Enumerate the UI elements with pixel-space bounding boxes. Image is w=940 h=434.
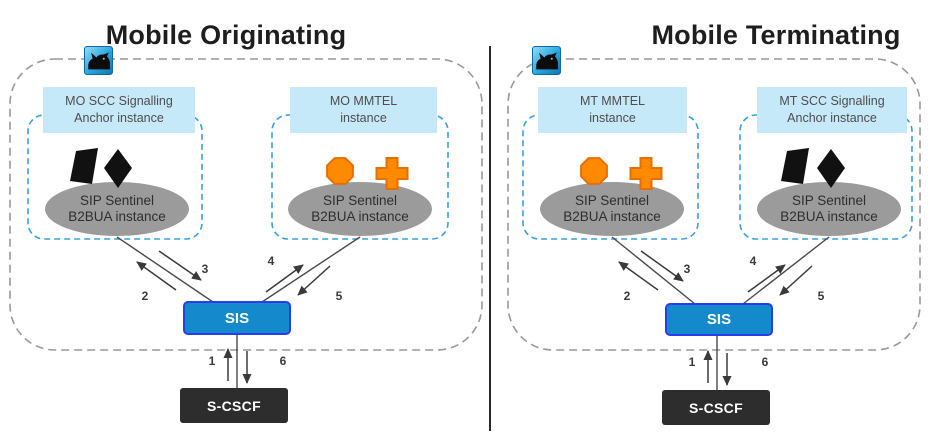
mo-arrow-3 [158,250,202,281]
scc-feature-diamond-icon [817,149,845,188]
mo-scc-instance-label: MO SCC Signalling Anchor instance [43,87,195,133]
scc-feature-parallelogram-icon [781,148,809,184]
ellipse-line-1: SIP Sentinel [322,193,398,208]
rhino-icon [532,46,561,75]
mo-scc-sis-link-line [116,236,214,303]
scscf-label: S-CSCF [689,399,743,416]
mt-panel-title: Mobile Terminating [651,20,901,51]
scc-feature-diamond-icon [104,149,132,188]
flow-step-3: 3 [201,262,209,276]
panel-divider-line [489,46,491,431]
mo-scc-b2bua-ellipse [45,182,189,236]
mo-arrow-2 [136,261,177,291]
mt-arrow-5 [779,265,813,296]
panel-mobile-terminating: Mobile Terminating MT MMTEL instance MT … [490,0,940,434]
mo-sis-node: SIS [183,301,291,335]
label-line-2: Anchor instance [787,111,877,125]
mo-outer-dashed-boundary [9,58,483,351]
mo-geometry [9,58,483,389]
rhino-icon [84,46,113,75]
label-line-2: instance [340,111,387,125]
ellipse-line-2: B2BUA instance [780,209,878,224]
flow-step-4: 4 [267,254,275,268]
label-line-2: Anchor instance [74,111,164,125]
mt-scc-b2bua-ellipse [757,182,901,236]
mt-scscf-node: S-CSCF [662,390,770,425]
ellipse-line-2: B2BUA instance [68,209,166,224]
ellipse-line-1: SIP Sentinel [791,193,867,208]
panel-mobile-originating: Mobile Originating MO SCC Signalling Anc… [9,20,483,423]
mo-mmtel-b2bua-ellipse [288,182,432,236]
flow-step-1: 1 [208,354,216,368]
flow-step-6: 6 [761,355,769,369]
ellipse-line-2: B2BUA instance [311,209,409,224]
flow-step-1: 1 [688,355,696,369]
mt-scc-sis-link-line [742,236,830,305]
label-line-2: instance [589,111,636,125]
mo-arrow-5 [297,265,331,296]
mt-scc-b2bua-label: SIP Sentinel B2BUA instance [757,190,901,228]
rhino-silhouette [536,52,558,70]
flow-step-6: 6 [279,354,287,368]
sis-label: SIS [224,309,250,327]
mo-mmtel-instance-label: MO MMTEL instance [290,87,437,133]
flow-step-5: 5 [335,289,343,303]
scc-feature-parallelogram-icon [70,148,98,184]
scscf-label: S-CSCF [207,397,261,414]
mt-mmtel-instance-label: MT MMTEL instance [538,87,687,133]
flow-step-3: 3 [683,262,691,276]
mt-mmtel-b2bua-ellipse [540,182,684,236]
mmtel-feature-octagon-icon [580,157,608,185]
label-line-1: MO SCC Signalling [65,94,173,108]
flow-step-2: 2 [623,289,631,303]
label-line-1: MT MMTEL [579,94,646,108]
mt-scc-instance-label: MT SCC Signalling Anchor instance [757,87,907,133]
mmtel-feature-cross-icon [629,157,663,190]
mt-sis-node: SIS [665,303,773,336]
mmtel-feature-cross-icon [375,157,409,190]
mt-arrow-3 [640,250,684,282]
flow-step-4: 4 [749,254,757,268]
mo-scscf-node: S-CSCF [180,388,288,423]
flow-step-5: 5 [817,289,825,303]
mt-arrow-2 [618,261,659,291]
rhino-silhouette [88,52,110,70]
ellipse-line-2: B2BUA instance [563,209,661,224]
label-line-1: MT SCC Signalling [779,94,885,108]
mo-arrow-4 [265,264,304,293]
mt-mmtel-sis-link-line [611,236,696,305]
flow-step-2: 2 [141,289,149,303]
mmtel-feature-octagon-icon [326,157,354,185]
ellipse-line-1: SIP Sentinel [79,193,155,208]
mo-mmtel-b2bua-label: SIP Sentinel B2BUA instance [288,190,432,228]
sis-label: SIS [706,311,732,328]
mt-arrow-4 [747,264,786,293]
mo-scc-b2bua-label: SIP Sentinel B2BUA instance [45,190,189,228]
label-line-1: MO MMTEL [329,94,398,108]
mo-mmtel-sis-link-line [261,236,361,303]
mo-panel-title: Mobile Originating [105,20,347,51]
ellipse-line-1: SIP Sentinel [574,193,650,208]
mt-mmtel-b2bua-label: SIP Sentinel B2BUA instance [540,190,684,228]
mt-outer-dashed-boundary [507,58,921,351]
